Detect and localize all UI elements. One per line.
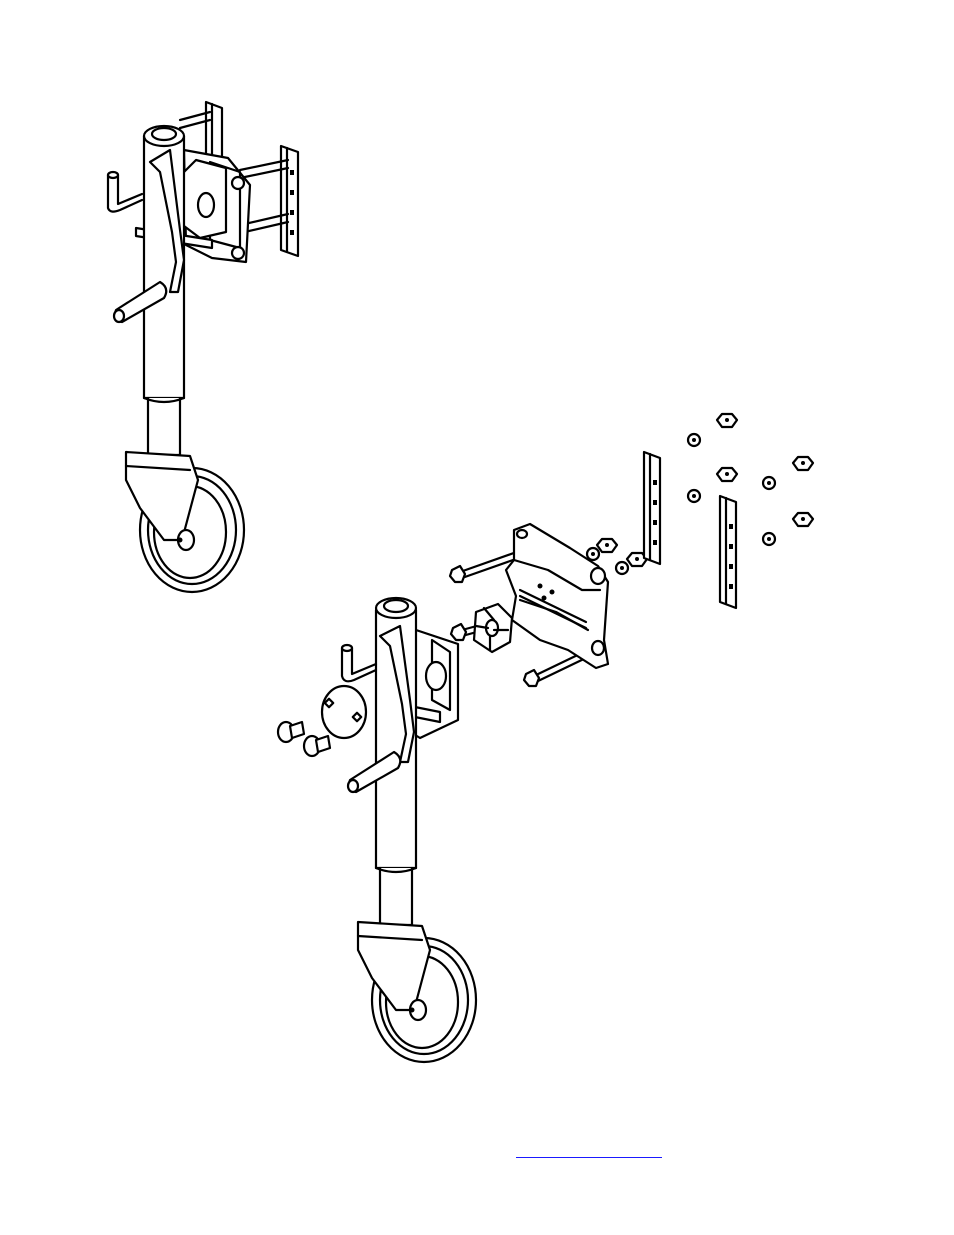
pin-upper (278, 722, 304, 742)
pin-lower (304, 736, 330, 756)
exploded-caster-wheel (358, 922, 476, 1062)
exploded-lock-disc (322, 686, 366, 738)
exploded-hardware-nuts (597, 414, 813, 566)
lock-washer (688, 434, 700, 446)
exploded-trailer-jack (342, 598, 476, 1062)
exploded-pin-retainers (278, 722, 330, 756)
lock-washer (763, 533, 775, 545)
exploded-lock-plate (474, 604, 512, 652)
nut (597, 539, 617, 552)
lock-washer (688, 490, 700, 502)
assembled-caster-wheel (126, 452, 244, 592)
nut (793, 513, 813, 526)
nut (793, 457, 813, 470)
exploded-channel-strap-lower (720, 496, 736, 608)
exploded-channel-strap-upper (644, 452, 660, 564)
assembled-channel-strap-right (281, 146, 298, 256)
exploded-hardware-washers (587, 434, 775, 574)
lock-washer (763, 477, 775, 489)
assembled-trailer-jack (108, 102, 298, 592)
link-underline[interactable] (516, 1157, 662, 1158)
nut (717, 468, 737, 481)
lock-washer (587, 548, 599, 560)
lock-washer (616, 562, 628, 574)
exploded-swivel-bracket (506, 524, 608, 668)
nut (717, 414, 737, 427)
